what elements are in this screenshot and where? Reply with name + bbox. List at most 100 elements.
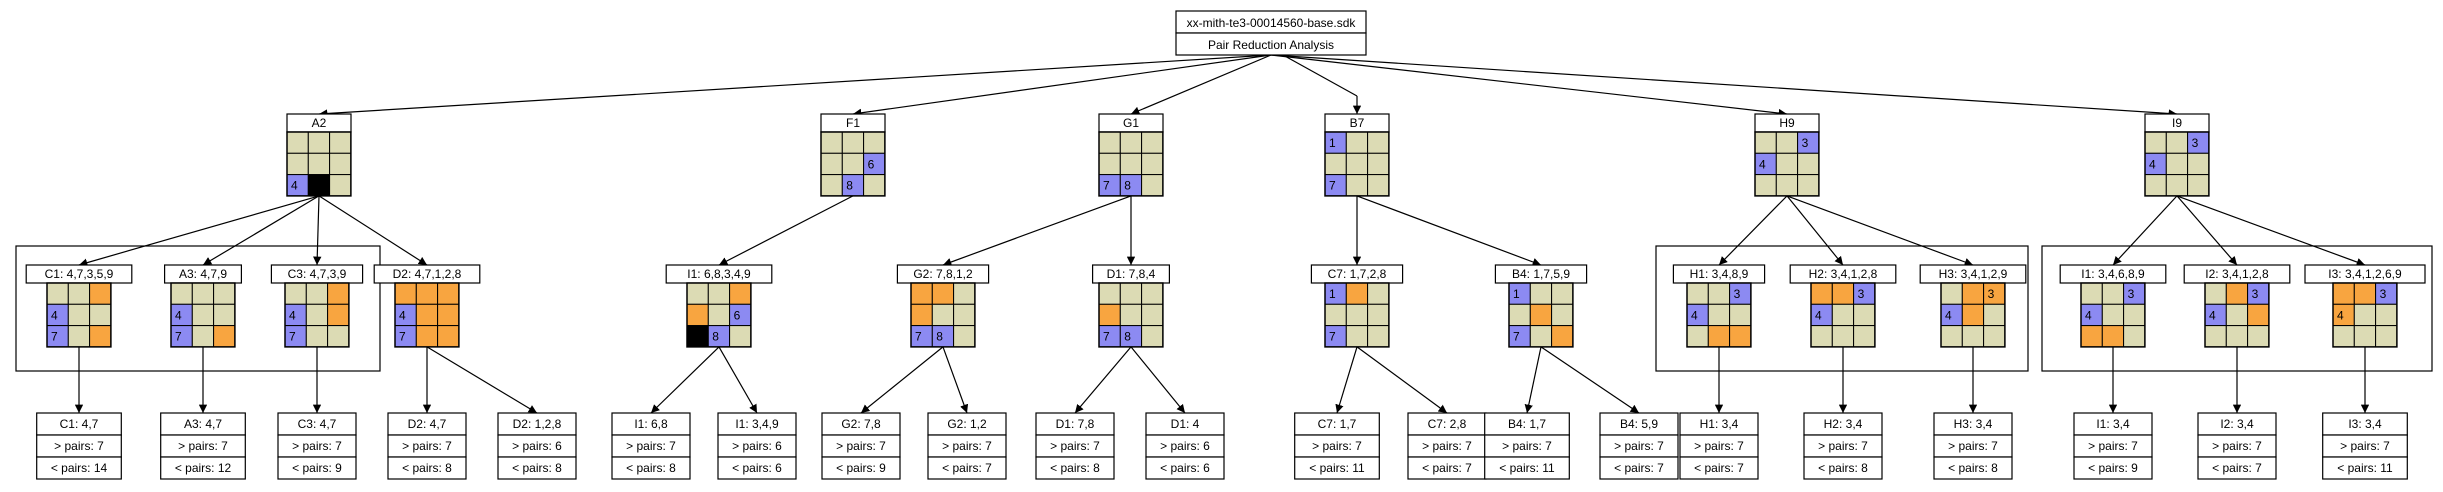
grid-cell: [2165, 152, 2189, 176]
grid-cell: [1141, 282, 1164, 305]
grid-cell: [820, 174, 843, 197]
node-label: H2: 3,4,1,2,8: [1809, 267, 1878, 281]
cell-value: 7: [1329, 179, 1336, 193]
grid-cell: [863, 131, 886, 154]
grid-cell: [1707, 303, 1731, 327]
leaf-title: B4: 5,9: [1620, 417, 1658, 431]
cell-value: 3: [1858, 287, 1865, 301]
leaf-title: H1: 3,4: [1700, 417, 1739, 431]
leaf-node-2: C3: 4,7> pairs: 7< pairs: 9: [277, 412, 357, 480]
grid-cell: [1551, 282, 1574, 305]
grid-cell: [2123, 303, 2146, 327]
grid-cell: [2332, 325, 2355, 348]
grid-cell: [1940, 282, 1963, 305]
leaf-lt: < pairs: 8: [1050, 461, 1100, 475]
grid-cell: [191, 282, 215, 305]
grid-cell: [213, 303, 236, 327]
leaf-gt: > pairs: 7: [1050, 439, 1100, 453]
edge: [2176, 195, 2238, 266]
edge: [318, 195, 428, 266]
leaf-lt: < pairs: 6: [732, 461, 782, 475]
grid-cell: [1729, 303, 1752, 327]
node-label: I3: 3,4,1,2,6,9: [2328, 267, 2402, 281]
grid-cell: [1686, 282, 1709, 305]
cell-value: 4: [399, 308, 406, 322]
leaf-gt: > pairs: 7: [54, 439, 104, 453]
grid-cell: [1810, 325, 1833, 348]
grid-cell: [329, 174, 352, 197]
leaf-gt: > pairs: 7: [1694, 439, 1744, 453]
edge: [1718, 195, 1788, 266]
edge: [718, 195, 854, 266]
leaf-gt: > pairs: 7: [1312, 439, 1362, 453]
leaf-gt: > pairs: 7: [2340, 439, 2390, 453]
leaf-node-16: H2: 3,4> pairs: 7< pairs: 8: [1803, 412, 1883, 480]
grid-cell: [1961, 303, 1985, 327]
edge: [1270, 54, 1788, 118]
edge: [1130, 54, 1272, 115]
branch-node-3: D2: 4,7,1,2,847: [373, 264, 481, 348]
leaf-node-4: D2: 1,2,8> pairs: 6< pairs: 8: [497, 412, 577, 480]
edge: [852, 54, 1272, 117]
leaf-node-5: I1: 6,8> pairs: 7< pairs: 8: [611, 412, 691, 480]
grid-cell: [170, 282, 193, 305]
grid-cell: [2187, 152, 2210, 176]
grid-cell: [1775, 152, 1799, 176]
grid-cell: [213, 282, 236, 305]
leaf-lt: < pairs: 8: [1948, 461, 1998, 475]
grid-cell: [1367, 325, 1390, 348]
cell-value: 4: [2337, 308, 2344, 322]
grid-cell: [1367, 303, 1390, 327]
cell-value: 8: [712, 330, 719, 344]
grid-cell: [953, 282, 976, 305]
grid-cell: [1754, 131, 1777, 154]
grid-cell: [1853, 325, 1876, 348]
leaf-title: C7: 2,8: [1428, 417, 1467, 431]
leaf-node-10: D1: 4> pairs: 6< pairs: 6: [1145, 412, 1225, 480]
node-label: F1: [846, 116, 860, 130]
leaf-title: D1: 4: [1171, 417, 1200, 431]
grid-cell: [910, 282, 933, 305]
edge: [78, 195, 320, 267]
leaf-lt: < pairs: 8: [512, 461, 562, 475]
grid-cell: [1529, 282, 1553, 305]
cell-value: 3: [1734, 287, 1741, 301]
edge: [202, 195, 320, 266]
leaf-gt: > pairs: 7: [1948, 439, 1998, 453]
leaf-title: B4: 1,7: [1508, 417, 1546, 431]
root-title: xx-mith-te3-00014560-base.sdk: [1187, 16, 1357, 30]
grid-cell: [2165, 131, 2189, 154]
leaf-node-18: I1: 3,4> pairs: 7< pairs: 9: [2073, 412, 2153, 480]
leaf-lt: < pairs: 9: [292, 461, 342, 475]
node-label: B4: 1,7,5,9: [1512, 267, 1570, 281]
grid-cell: [2353, 325, 2377, 348]
leaf-title: D2: 1,2,8: [513, 417, 562, 431]
grid-cell: [1324, 152, 1347, 176]
cell-value: 4: [2149, 157, 2156, 171]
leaf-node-7: G2: 7,8> pairs: 7< pairs: 9: [821, 412, 901, 480]
grid-cell: [1754, 174, 1777, 197]
grid-cell: [1345, 303, 1369, 327]
grid-cell: [841, 131, 865, 154]
grid-cell: [1098, 152, 1121, 176]
branch-node-13: I2: 3,4,1,2,834: [2183, 264, 2291, 348]
grid-cell: [2144, 131, 2167, 154]
leaf-title: I1: 3,4: [2096, 417, 2130, 431]
grid-cell: [284, 282, 307, 305]
leaf-node-15: H1: 3,4> pairs: 7< pairs: 7: [1679, 412, 1759, 480]
grid-cell: [67, 303, 91, 327]
cell-value: 4: [51, 308, 58, 322]
grid-cell: [1775, 174, 1799, 197]
leaf-lt: < pairs: 14: [51, 461, 108, 475]
leaf-title: C1: 4,7: [60, 417, 99, 431]
cluster-box: [1655, 245, 2029, 372]
leaf-node-11: C7: 1,7> pairs: 7< pairs: 11: [1294, 412, 1380, 480]
grid-cell: [910, 303, 933, 327]
leaf-gt: > pairs: 7: [292, 439, 342, 453]
cell-value: 7: [1513, 330, 1520, 344]
grid-cell: [307, 152, 331, 176]
cell-value: 3: [1988, 287, 1995, 301]
